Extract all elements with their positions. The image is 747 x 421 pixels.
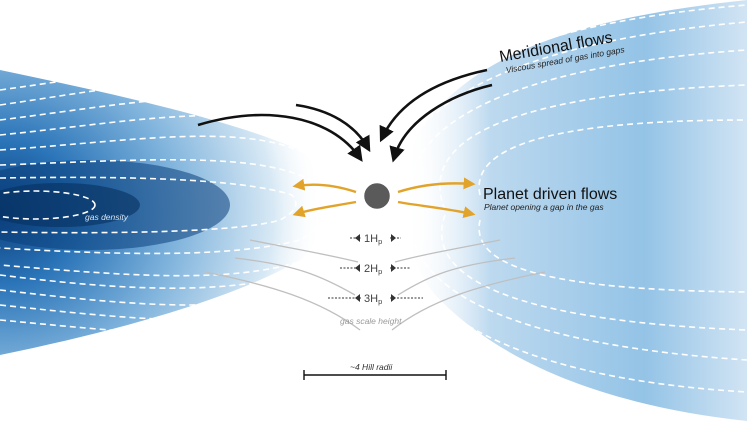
meridional-arrow-icon [379,68,488,143]
scale-height-markers: 1Hp 2Hp 3Hp [328,233,423,306]
planet-flow-arrows [292,177,476,219]
planet-flow-arrow-icon [292,178,357,194]
planet-flow-arrow-icon [397,177,476,194]
scale-height-1-value: 1 [364,233,370,245]
hill-radii-label: ~4 Hill radii [350,362,393,372]
planet-flow-title: Planet driven flows [483,186,617,203]
scale-height-3: 3Hp [328,293,423,306]
scale-height-label: gas scale height [340,316,402,326]
planet-flow-arrow-icon [292,200,357,218]
meridional-arrow-icon [295,103,371,153]
svg-text:3Hp: 3Hp [364,293,382,306]
svg-text:1Hp: 1Hp [364,233,382,246]
planet-icon [361,180,393,212]
planet-flow-subtitle: Planet opening a gap in the gas [484,202,604,212]
scale-height-3-value: 3 [364,293,370,305]
planet-field-lines [204,239,546,331]
scale-height-2-value: 2 [364,263,370,275]
scale-height-2: 2Hp [340,263,411,276]
meridional-arrow-icon [197,113,363,162]
svg-text:2Hp: 2Hp [364,263,382,276]
planet-flow-arrow-icon [397,200,476,219]
scale-bar-icon [303,370,447,380]
meridional-flow-arrows [197,68,493,163]
density-contours [0,4,747,393]
meridional-arrow-icon [389,83,493,163]
scale-height-1: 1Hp [350,233,401,246]
gas-density-label: gas density [85,212,129,222]
